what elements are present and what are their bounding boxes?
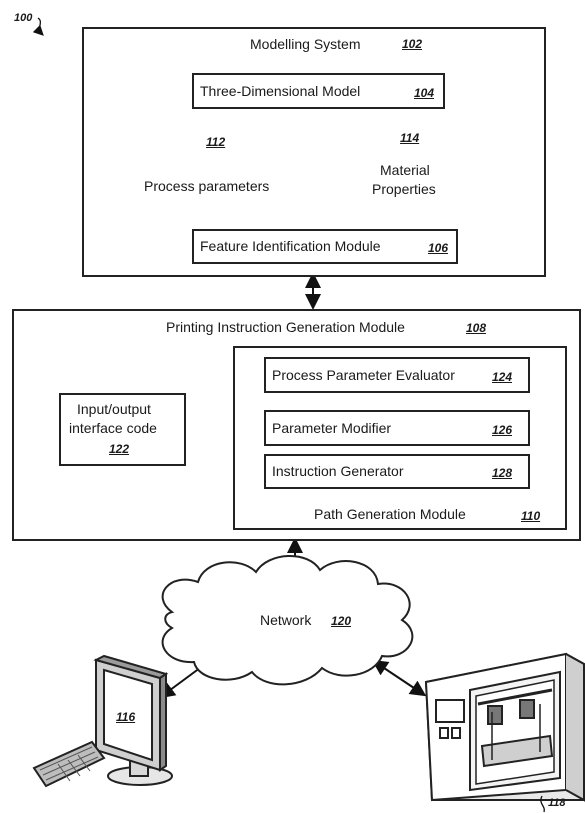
io-interface-box: Input/output interface code 122	[59, 393, 186, 466]
instruction-generator-box: Instruction Generator 128	[264, 454, 530, 489]
figure-ref-number: 100	[14, 12, 33, 24]
material-properties-line2: Properties	[372, 181, 436, 197]
instruction-generator-ref: 128	[492, 466, 513, 480]
process-parameter-evaluator-ref: 124	[492, 370, 513, 384]
io-interface-line2: interface code	[69, 420, 157, 436]
parameter-modifier-ref: 126	[492, 423, 513, 437]
figure-ref-arrow	[32, 17, 44, 36]
path-generation-module-ref: 110	[521, 509, 541, 523]
computer-icon	[32, 654, 173, 788]
modelling-system-label: Modelling System	[250, 36, 361, 52]
material-properties-ref: 114	[400, 131, 420, 145]
material-properties-line1: Material	[380, 162, 430, 178]
process-parameter-evaluator-box: Process Parameter Evaluator 124	[264, 357, 530, 393]
connector-network-printer	[371, 659, 427, 697]
figure-ref: 100	[14, 8, 32, 26]
network-label: Network	[260, 612, 312, 628]
process-parameters-ref: 112	[206, 135, 226, 149]
computer-ref: 116	[116, 710, 136, 724]
printing-instruction-module-label: Printing Instruction Generation Module	[166, 319, 405, 335]
feature-identification-box: Feature Identification Module 106	[192, 229, 458, 264]
network-ref: 120	[331, 614, 352, 628]
printing-instruction-module-ref: 108	[466, 321, 487, 335]
network-cloud	[161, 555, 414, 686]
parameter-modifier-box: Parameter Modifier 126	[264, 410, 530, 446]
three-dimensional-model-box: Three-Dimensional Model 104	[192, 73, 445, 109]
modelling-system-ref: 102	[402, 37, 423, 51]
io-interface-ref: 122	[109, 442, 130, 456]
three-dimensional-model-label: Three-Dimensional Model	[200, 83, 361, 99]
io-interface-line1: Input/output	[77, 401, 151, 417]
printer-icon	[424, 652, 585, 802]
process-parameter-evaluator-label: Process Parameter Evaluator	[272, 367, 455, 383]
three-dimensional-model-ref: 104	[414, 86, 435, 100]
printer-ref: 118	[548, 797, 566, 809]
process-parameters-label: Process parameters	[144, 178, 270, 194]
parameter-modifier-label: Parameter Modifier	[272, 420, 392, 436]
feature-identification-label: Feature Identification Module	[200, 238, 381, 254]
path-generation-module-label: Path Generation Module	[314, 506, 466, 522]
instruction-generator-label: Instruction Generator	[272, 463, 404, 479]
feature-identification-ref: 106	[428, 241, 449, 255]
printer-ref-leader	[540, 795, 545, 813]
